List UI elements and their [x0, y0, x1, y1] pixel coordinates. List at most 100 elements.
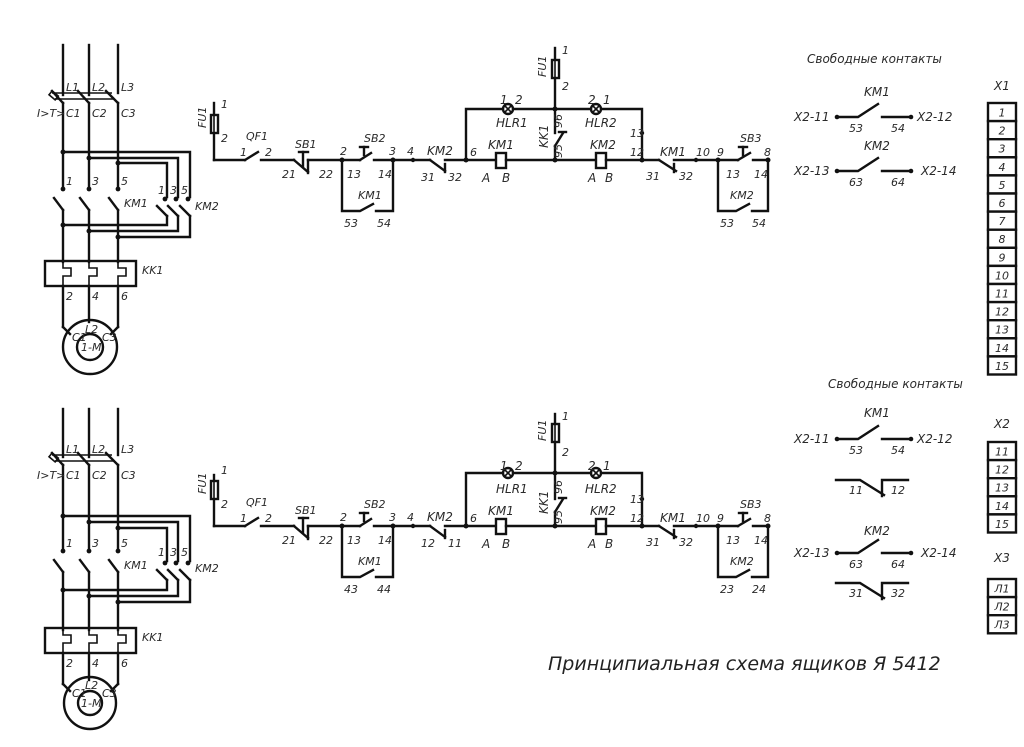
- terminal-number: 2: [588, 93, 596, 107]
- terminal-number: 32: [679, 536, 693, 549]
- terminal-number: 54: [891, 122, 905, 135]
- terminal-number: 21: [282, 534, 296, 547]
- km2-pole-label: 3: [170, 184, 177, 197]
- terminal-number: 2: [515, 93, 523, 107]
- terminal-number: 24: [752, 583, 766, 596]
- breaker-output-label: C1: [66, 107, 81, 120]
- motor-terminal-label: C3: [102, 331, 117, 344]
- qf1-label: QF1: [246, 130, 268, 143]
- motor-terminal-label: C1: [72, 331, 87, 344]
- km1-nc-label: KM1: [660, 511, 686, 525]
- terminal-number: 53: [849, 444, 863, 457]
- kk1-output-label: 6: [121, 290, 128, 303]
- terminal-cell-label: 2: [999, 125, 1006, 138]
- terminal-number: 2: [340, 511, 347, 524]
- phase-label: L3: [121, 443, 134, 456]
- coil1-label: KM1: [488, 138, 514, 152]
- fuse-label: FU1: [536, 56, 549, 77]
- terminal-cell-label: 10: [995, 269, 1009, 282]
- terminal-number: 1: [221, 98, 228, 111]
- terminal-number: 54: [891, 444, 905, 457]
- coil-km2: [594, 151, 608, 170]
- terminal-number: 22: [319, 534, 333, 547]
- terminal-number: 2: [340, 145, 347, 158]
- motor-terminal-label: C1: [72, 687, 87, 700]
- terminal-number: 31: [646, 170, 660, 183]
- terminal-ref: X2-12: [916, 110, 952, 124]
- km2-label: KM2: [195, 200, 219, 213]
- terminal-number: 44: [377, 583, 391, 596]
- terminal-cell-label: 14: [995, 500, 1009, 513]
- coil1-label: KM1: [488, 504, 514, 518]
- motor-label: 1-M: [81, 341, 102, 354]
- kk1-label: KK1: [142, 264, 163, 277]
- terminal-number: 64: [891, 176, 905, 189]
- km2-pole-label: 5: [181, 184, 188, 197]
- hlr1-label: HLR1: [496, 116, 528, 130]
- terminal-number: 2: [562, 446, 569, 459]
- motor-label: 1-M: [81, 697, 102, 710]
- terminal-number: 1: [500, 93, 508, 107]
- terminal-number: 11: [448, 537, 462, 550]
- terminal-number: 3: [389, 145, 396, 158]
- terminal-number: 32: [891, 587, 905, 600]
- terminal-number: 3: [389, 511, 396, 524]
- terminal-number: 14: [754, 534, 768, 547]
- sb1-label: SB1: [295, 138, 317, 151]
- terminal-number: 54: [377, 217, 391, 230]
- control-circuit-upper: [209, 46, 771, 213]
- km2-label: KM2: [864, 139, 890, 153]
- terminal-number: 21: [282, 168, 296, 181]
- terminal-cell-label: Л1: [993, 583, 1009, 596]
- terminal-number: 13: [726, 534, 740, 547]
- coil-terminal: A: [481, 171, 490, 185]
- fuse-label: FU1: [196, 107, 209, 128]
- terminal-number: 2: [515, 459, 523, 473]
- terminal-number: 12: [630, 146, 644, 159]
- km2-pole-label: 1: [158, 546, 165, 559]
- terminal-number: 13: [726, 168, 740, 181]
- terminal-cell: [986, 614, 1018, 635]
- terminal-number: 43: [344, 583, 358, 596]
- coil-terminal: B: [502, 537, 510, 551]
- thermal-relay-kk1: [43, 259, 138, 288]
- terminal-number: 64: [891, 558, 905, 571]
- km1-pole-label: 3: [92, 537, 99, 550]
- km2-hold-label: KM2: [730, 189, 754, 202]
- terminal-cell-label: 13: [995, 324, 1009, 337]
- breaker-symbol-label: I>T>: [37, 107, 65, 120]
- terminal-number: 14: [378, 168, 392, 181]
- km2-nc-label: KM2: [427, 510, 453, 524]
- terminal-number: 9: [717, 512, 724, 525]
- breaker-trip-icon: [47, 89, 60, 101]
- terminal-number: 8: [764, 146, 771, 159]
- terminal-number: 8: [764, 512, 771, 525]
- motor-terminal-label: C3: [102, 687, 117, 700]
- terminal-cell-label: 1: [999, 107, 1006, 120]
- phase-label: L2: [92, 81, 105, 94]
- terminal-number: 2: [221, 132, 228, 145]
- terminal-ref: X2-14: [920, 546, 956, 560]
- terminal-number: 96: [552, 114, 565, 128]
- terminal-number: 95: [552, 510, 565, 524]
- km1-pole-label: 5: [121, 537, 128, 550]
- terminal-ref: X2-13: [793, 164, 829, 178]
- terminal-cell-label: Л2: [993, 601, 1009, 614]
- terminal-number: 10: [696, 512, 710, 525]
- km1-hold-label: KM1: [358, 555, 382, 568]
- terminal-ref: X2-11: [793, 110, 829, 124]
- terminal-number: 63: [849, 558, 863, 571]
- terminal-number: 14: [378, 534, 392, 547]
- fuse-label: FU1: [536, 420, 549, 441]
- terminal-cell-label: 5: [999, 179, 1006, 192]
- hlr2-label: HLR2: [585, 116, 617, 130]
- terminal-number: 1: [240, 512, 247, 525]
- terminal-number: 12: [891, 484, 905, 497]
- sb3-label: SB3: [740, 498, 762, 511]
- terminal-number: 53: [720, 217, 734, 230]
- terminal-block-name: X1: [993, 79, 1010, 93]
- kk1-output-label: 2: [66, 657, 73, 670]
